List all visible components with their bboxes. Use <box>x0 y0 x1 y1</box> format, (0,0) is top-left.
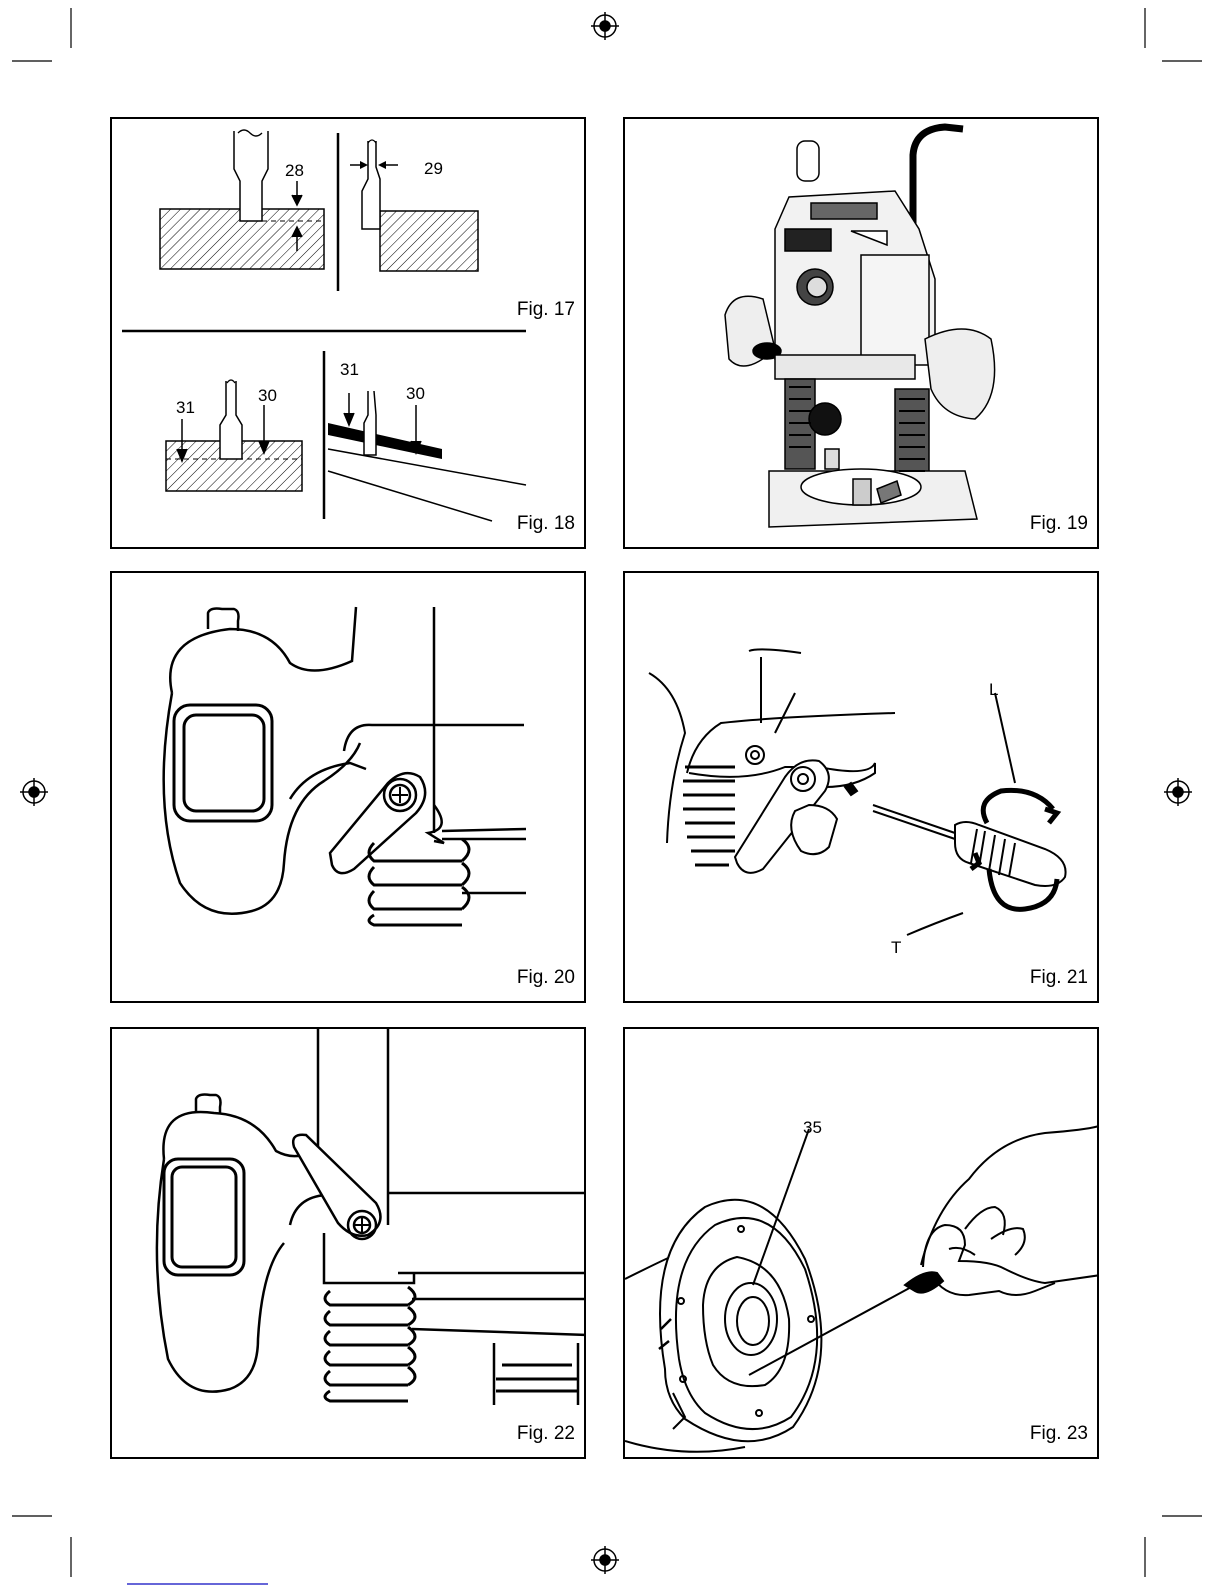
fig-17-18-drawing: 28 29 31 30 31 30 <box>112 119 586 549</box>
caption-fig-22: Fig. 22 <box>517 1423 575 1445</box>
panel-fig-20: Fig. 20 <box>110 571 586 1003</box>
caption-fig-19: Fig. 19 <box>1030 513 1088 535</box>
callout-30-left: 30 <box>258 386 277 405</box>
caption-fig-21: Fig. 21 <box>1030 967 1088 989</box>
callout-31-right: 31 <box>340 360 359 379</box>
depth-lock-lever-illustration <box>112 573 586 1003</box>
callout-29: 29 <box>424 159 443 178</box>
registration-mark-right <box>1164 778 1192 806</box>
panel-fig-22: Fig. 22 <box>110 1027 586 1459</box>
registration-mark-left <box>20 778 48 806</box>
caption-fig-20: Fig. 20 <box>517 967 575 989</box>
panel-fig-23: 35 Fig. 23 <box>623 1027 1099 1459</box>
callout-30-right: 30 <box>406 384 425 403</box>
panel-fig-17-18: 28 29 31 30 31 30 Fig. 17 Fig. 18 <box>110 117 586 549</box>
depth-lock-released-illustration <box>112 1029 586 1459</box>
base-plate-removal-illustration: 35 <box>625 1029 1099 1459</box>
screwdriver-adjustment-illustration: L T <box>625 573 1099 1003</box>
panel-fig-21: L T Fig. 21 <box>623 571 1099 1003</box>
callout-28: 28 <box>285 161 304 180</box>
router-illustration <box>625 119 1099 549</box>
caption-fig-23: Fig. 23 <box>1030 1423 1088 1445</box>
callout-35: 35 <box>803 1118 822 1137</box>
caption-fig-17: Fig. 17 <box>517 299 575 321</box>
panel-fig-19: Fig. 19 <box>623 117 1099 549</box>
callout-31-left: 31 <box>176 398 195 417</box>
registration-mark-top <box>591 12 619 40</box>
callout-L: L <box>989 680 998 699</box>
callout-T: T <box>891 938 901 957</box>
caption-fig-18: Fig. 18 <box>517 513 575 535</box>
registration-mark-bottom <box>591 1546 619 1574</box>
